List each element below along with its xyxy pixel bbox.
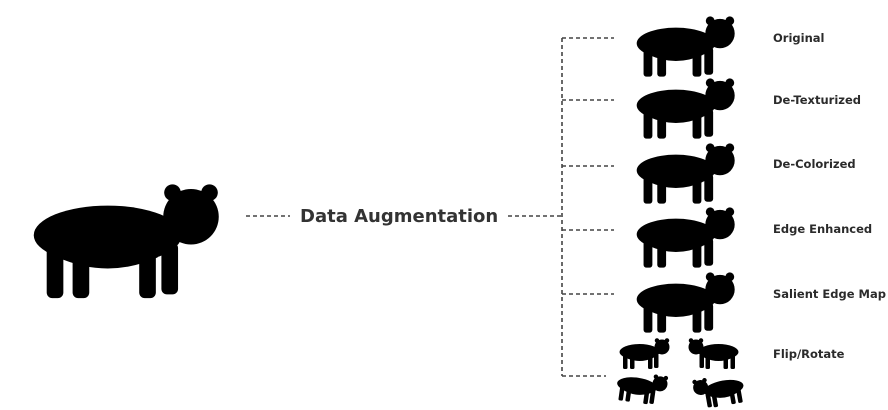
center-label: Data Augmentation: [300, 206, 498, 227]
branch-lines: [562, 37, 614, 377]
variant-label-flip-rotate: Flip/Rotate: [773, 347, 845, 361]
variant-label-decolorized: De-Colorized: [773, 157, 856, 171]
tiger-flip-topright-icon: [688, 338, 744, 369]
variant-label-detexturized: De-Texturized: [773, 93, 861, 107]
tiger-decolorized-icon: [627, 143, 735, 204]
tiger-source-icon: [15, 184, 219, 299]
tiger-salient-edge-icon: [627, 272, 735, 333]
tiger-detexturized-icon: [627, 78, 735, 139]
variant-label-original: Original: [773, 31, 824, 45]
tiger-original-icon: [627, 16, 735, 77]
variant-label-edge-enhanced: Edge Enhanced: [773, 222, 872, 236]
tiger-flip-bottomleft-icon: [610, 368, 669, 407]
tiger-flip-rotate-icon: [610, 338, 752, 410]
tiger-flip-topleft-icon: [614, 338, 670, 369]
tiger-flip-bottomright-icon: [691, 370, 752, 410]
variant-label-salient-edge-map: Salient Edge Map: [773, 287, 886, 301]
tiger-edge-enhanced-icon: [627, 207, 735, 268]
